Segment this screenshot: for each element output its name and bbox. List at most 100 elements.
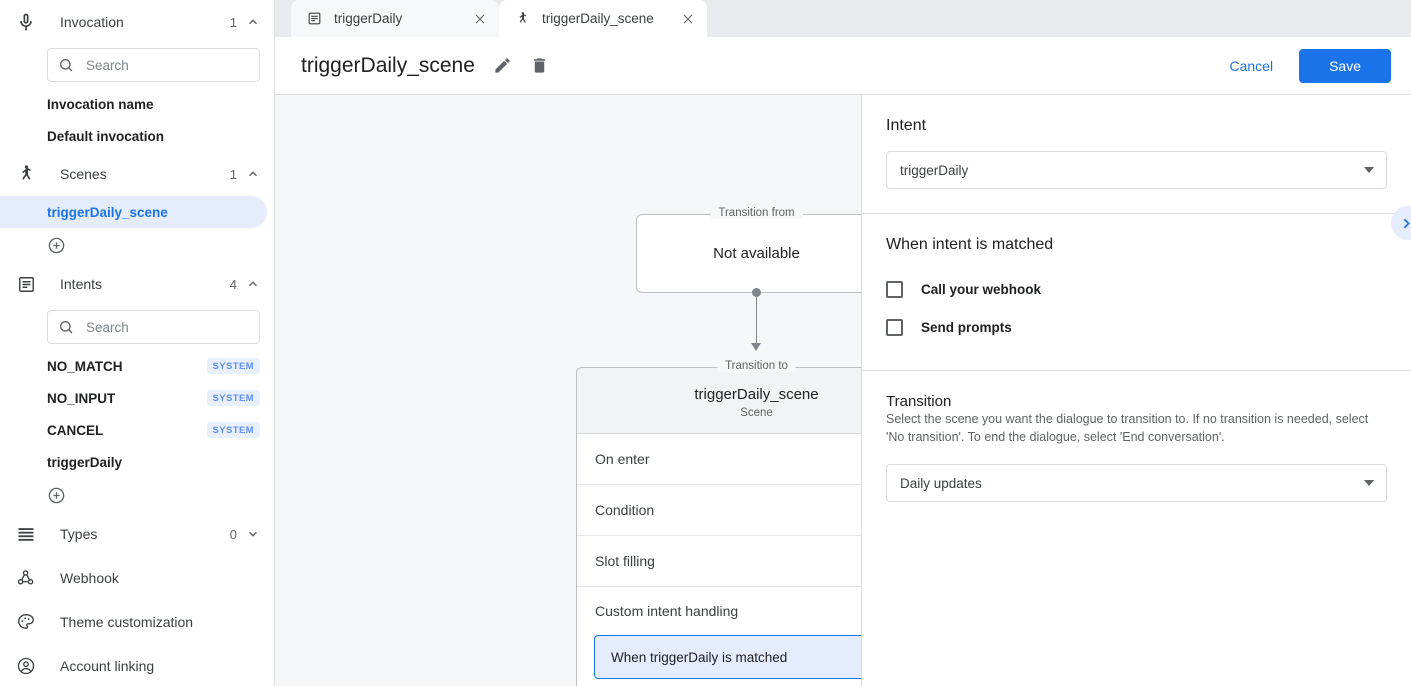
content-area: triggerDaily triggerDaily_scene triggerD…	[275, 0, 1411, 686]
sidebar-item-triggerdaily-scene[interactable]: triggerDaily_scene	[0, 196, 267, 228]
checkbox-send-prompts[interactable]: Send prompts	[886, 308, 1387, 346]
sidebar-group-types[interactable]: Types 0	[0, 512, 274, 556]
scene-row-custom-intent-handling[interactable]: Custom intent handling +	[577, 587, 861, 635]
sidebar-group-count: 1	[229, 166, 237, 182]
sidebar-item-no-match[interactable]: NO_MATCH SYSTEM	[0, 350, 274, 382]
intent-handler-triggerdaily[interactable]: When triggerDaily is matched	[594, 635, 861, 679]
intent-select-value: triggerDaily	[900, 162, 969, 178]
intents-search-box[interactable]	[47, 310, 265, 344]
trash-icon[interactable]	[530, 56, 549, 75]
tab-strip: triggerDaily triggerDaily_scene	[275, 0, 1411, 37]
transition-from-node[interactable]: Transition from Not available	[636, 207, 861, 293]
scene-graph-canvas[interactable]: Transition from Not available Transition…	[275, 95, 862, 686]
sidebar-item-default-invocation[interactable]: Default invocation	[0, 120, 274, 152]
scene-icon	[515, 11, 530, 26]
close-icon[interactable]	[681, 12, 695, 26]
chevron-down-icon[interactable]	[246, 527, 260, 541]
sidebar-item-account-linking[interactable]: Account linking	[0, 644, 274, 686]
checkbox-box[interactable]	[886, 318, 903, 336]
transition-from-legend: Transition from	[710, 207, 803, 219]
sidebar-group-count: 1	[229, 14, 237, 30]
sidebar-group-intents[interactable]: Intents 4	[0, 262, 274, 306]
scene-node[interactable]: Transition to triggerDaily_scene Scene O…	[576, 360, 861, 686]
invocation-search-box[interactable]	[47, 48, 265, 82]
intent-select[interactable]: triggerDaily	[886, 151, 1387, 189]
intents-icon	[14, 272, 38, 296]
status-badge: SYSTEM	[206, 390, 260, 406]
transition-from-value: Not available	[713, 245, 800, 262]
scene-node-name: triggerDaily_scene	[694, 386, 819, 403]
intent-handler-wrapper: When triggerDaily is matched	[577, 635, 861, 686]
sidebar-group-label: Scenes	[60, 166, 107, 182]
add-scene-button[interactable]	[0, 228, 274, 262]
sidebar-item-label: NO_MATCH	[47, 358, 123, 374]
intents-search-input[interactable]	[84, 318, 265, 336]
sidebar-item-label: Default invocation	[47, 128, 165, 144]
when-intent-matched-section: When intent is matched Call your webhook…	[862, 214, 1411, 371]
scene-row-on-enter[interactable]: On enter +	[577, 434, 861, 485]
tab-triggerdaily[interactable]: triggerDaily	[291, 0, 499, 37]
sidebar-item-triggerdaily[interactable]: triggerDaily	[0, 446, 274, 478]
scene-row-label: Slot filling	[595, 553, 655, 569]
sidebar-item-label: Theme customization	[60, 614, 194, 630]
intents-search-wrapper	[0, 306, 274, 350]
sidebar-group-scenes[interactable]: Scenes 1	[0, 152, 274, 196]
add-intent-button[interactable]	[0, 478, 274, 512]
invocation-search-input[interactable]	[84, 56, 265, 74]
sidebar-group-invocation[interactable]: Invocation 1	[0, 0, 274, 44]
add-circle-icon	[47, 236, 66, 255]
pencil-icon[interactable]	[493, 56, 512, 75]
cancel-button[interactable]: Cancel	[1215, 50, 1287, 82]
account-circle-icon	[14, 654, 38, 678]
sidebar-item-label: triggerDaily	[47, 454, 123, 470]
sidebar-group-label: Invocation	[60, 14, 124, 30]
tab-label: triggerDaily_scene	[542, 11, 654, 26]
sidebar-item-cancel[interactable]: CANCEL SYSTEM	[0, 414, 274, 446]
list-icon	[14, 522, 38, 546]
sidebar-group-count: 4	[229, 276, 237, 292]
checkbox-call-your-webhook[interactable]: Call your webhook	[886, 270, 1387, 308]
checkbox-label: Send prompts	[921, 319, 1012, 335]
scene-node-header: triggerDaily_scene Scene	[577, 368, 861, 434]
sidebar-item-label: CANCEL	[47, 422, 104, 438]
sidebar: Invocation 1 Invocation name Default inv…	[0, 0, 275, 686]
add-circle-icon	[47, 486, 66, 505]
intent-section: Intent triggerDaily	[862, 95, 1411, 214]
sidebar-group-count: 0	[229, 526, 237, 542]
microphone-icon	[14, 10, 38, 34]
tab-triggerdaily-scene[interactable]: triggerDaily_scene	[499, 0, 707, 37]
sidebar-item-invocation-name[interactable]: Invocation name	[0, 88, 274, 120]
sidebar-item-webhook[interactable]: Webhook	[0, 556, 274, 600]
save-button[interactable]: Save	[1299, 48, 1391, 83]
transition-section-description: Select the scene you want the dialogue t…	[886, 412, 1369, 445]
sidebar-group-label: Types	[60, 526, 98, 542]
transition-select-value: Daily updates	[900, 475, 982, 491]
intents-icon	[307, 11, 322, 26]
dropdown-caret-icon	[1364, 167, 1374, 173]
properties-panel: Intent triggerDaily When intent is match…	[862, 95, 1411, 686]
chevron-up-icon[interactable]	[246, 167, 260, 181]
search-icon	[58, 57, 74, 73]
chevron-up-icon[interactable]	[246, 15, 260, 29]
search-icon	[58, 319, 74, 335]
scene-row-label: On enter	[595, 451, 650, 467]
scene-row-slot-filling[interactable]: Slot filling +	[577, 536, 861, 587]
transition-section: Transition Select the scene you want the…	[862, 371, 1411, 526]
intent-handler-label: When triggerDaily is matched	[611, 649, 788, 665]
status-badge: SYSTEM	[206, 422, 260, 438]
chevron-up-icon[interactable]	[246, 277, 260, 291]
close-icon[interactable]	[473, 12, 487, 26]
sidebar-item-no-input[interactable]: NO_INPUT SYSTEM	[0, 382, 274, 414]
scene-row-label: Custom intent handling	[595, 603, 739, 619]
chevron-right-icon[interactable]	[1391, 206, 1411, 240]
checkbox-box[interactable]	[886, 280, 903, 298]
transition-select[interactable]: Daily updates	[886, 464, 1387, 503]
connector-line-vertical	[756, 293, 757, 344]
sidebar-item-label: NO_INPUT	[47, 390, 116, 406]
sidebar-item-label: Webhook	[60, 570, 119, 586]
scene-row-label: Condition	[595, 502, 655, 518]
scene-row-condition[interactable]: Condition +	[577, 485, 861, 536]
transition-to-legend: Transition to	[717, 360, 796, 372]
sidebar-item-theme-customization[interactable]: Theme customization	[0, 600, 274, 644]
